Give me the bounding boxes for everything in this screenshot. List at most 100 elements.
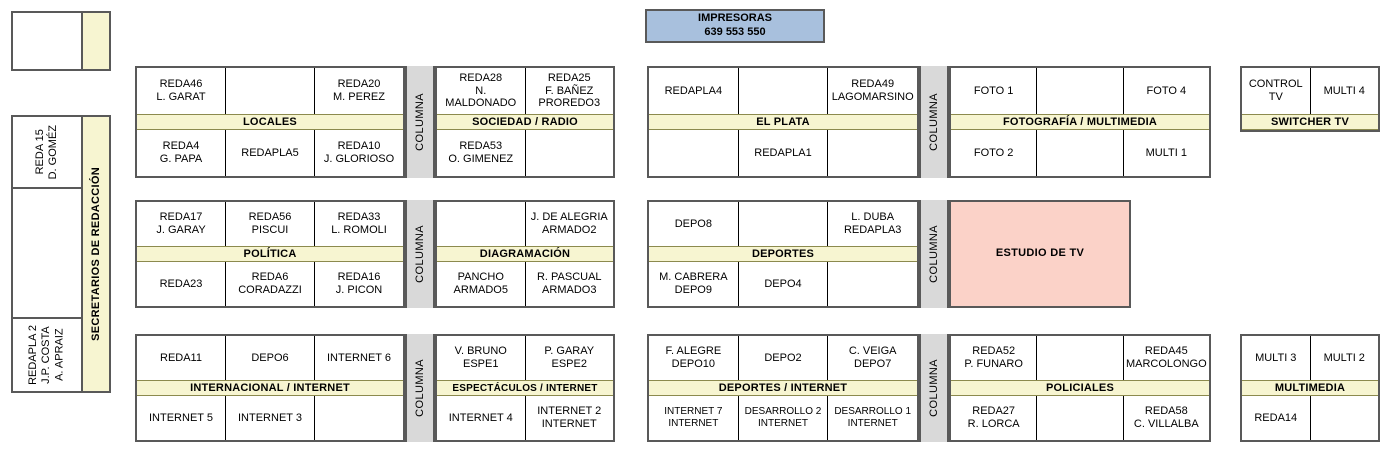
desk-cell[interactable]: REDA20 M. PEREZ [333,78,385,103]
desk-cell[interactable]: MULTI 2 [1323,351,1365,364]
sidebar-desk-reda15[interactable]: REDA 15 D. GOMÉZ [13,117,81,189]
sidebar-desk-empty[interactable] [13,189,81,319]
desk-cell[interactable]: FOTO 4 [1146,84,1187,97]
pod-internacional-internet[interactable]: REDA11 DEPO6 INTERNET 6 INTERNACIONAL / … [135,334,405,442]
desk-cell[interactable]: REDA45 MARCOLONGO [1125,345,1207,370]
desk-cell[interactable]: P. GARAY ESPE2 [544,345,595,370]
pod-row-top: REDA17 J. GARAY REDA56 PISCUI REDA33 L. … [137,202,403,246]
desk-cell[interactable]: R. PASCUAL ARMADO3 [536,271,602,296]
desk-cell[interactable]: INTERNET 3 [226,396,315,440]
desk-cell[interactable]: MULTI 1 [1145,146,1187,159]
pod-band-label: DEPORTES / INTERNET [649,380,917,396]
desk-cell[interactable]: DEPO2 [739,336,829,380]
sidebar-top-desk-column [13,13,83,69]
pod-el-plata[interactable]: REDAPLA4 REDA49 LAGOMARSINO EL PLATA RED… [647,66,919,178]
desk-cell[interactable]: REDA17 J. GARAY [137,202,226,246]
desk-cell[interactable]: INTERNET 4 [437,396,526,440]
desk-cell[interactable] [526,130,614,176]
desk-cell[interactable] [739,202,829,246]
desk-cell[interactable]: DEPO8 [649,202,739,246]
desk-cell[interactable]: REDA6 CORADAZZI [226,262,315,306]
pod-locales[interactable]: REDA46 L. GARAT REDA20 M. PEREZ LOCALES … [135,66,405,178]
pod-fotografia-multimedia[interactable]: FOTO 1 FOTO 4 FOTOGRAFÍA / MULTIMEDIA FO… [949,66,1211,178]
pod-espectaculos-internet[interactable]: V. BRUNO ESPE1 P. GARAY ESPE2 ESPECTÁCUL… [435,334,615,442]
desk-cell[interactable] [1311,396,1379,440]
desk-cell[interactable]: MULTI 4 [1323,84,1365,97]
desk-cell[interactable] [1037,68,1124,114]
pod-switcher-tv[interactable]: CONTROL TV MULTI 4 SWITCHER TV [1240,66,1380,132]
desk-cell[interactable]: REDA4 G. PAPA [137,130,226,176]
desk-cell[interactable]: REDA46 L. GARAT [137,68,226,114]
pod-diagramacion[interactable]: J. DE ALEGRIA ARMADO2 DIAGRAMACIÓN PANCH… [435,200,615,308]
desk-cell[interactable] [739,68,829,114]
desk-cell[interactable]: REDA10 J. GLORIOSO [323,140,395,165]
desk-cell[interactable] [649,130,739,176]
pod-row-top: REDAPLA4 REDA49 LAGOMARSINO [649,68,917,114]
desk-cell[interactable]: REDA53 O. GIMENEZ [437,130,526,176]
pod-multimedia[interactable]: MULTI 3 MULTI 2 MULTIMEDIA REDA14 [1240,334,1380,442]
desk-cell[interactable]: REDAPLA5 [226,130,315,176]
desk-cell[interactable]: REDA11 [137,336,226,380]
desk-cell[interactable]: REDA49 LAGOMARSINO [831,78,914,103]
desk-cell[interactable]: INTERNET 5 [137,396,226,440]
desk-cell[interactable]: MULTI 3 [1242,336,1311,380]
desk-cell[interactable] [315,396,403,440]
desk-cell[interactable] [1037,396,1124,440]
sidebar-desk-redapla2[interactable]: REDAPLA 2 J.P. COSTA A. APRAIZ [13,319,81,391]
pod-band-label: DEPORTES [649,246,917,262]
sidebar-top-box[interactable] [11,11,111,71]
sidebar-top-desk[interactable] [13,13,81,69]
desk-cell[interactable]: REDA27 R. LORCA [951,396,1038,440]
pod-row-top: REDA11 DEPO6 INTERNET 6 [137,336,403,380]
desk-cell[interactable]: REDA58 C. VILLALBA [1133,405,1199,430]
desk-cell[interactable] [226,68,315,114]
pod-deportes[interactable]: DEPO8 L. DUBA REDAPLA3 DEPORTES M. CABRE… [647,200,919,308]
pod-row-bottom: REDA14 [1242,396,1378,440]
desk-cell[interactable]: M. CABRERA DEPO9 [649,262,739,306]
desk-cell[interactable]: REDAPLA1 [739,130,829,176]
desk-cell[interactable]: REDA56 PISCUI [226,202,315,246]
desk-cell[interactable]: L. DUBA REDAPLA3 [843,211,902,236]
desk-cell[interactable]: INTERNET 6 [327,351,391,364]
pod-row-top: F. ALEGRE DEPO10 DEPO2 C. VEIGA DEPO7 [649,336,917,380]
desk-cell[interactable]: REDAPLA4 [649,68,739,114]
desk-cell[interactable]: DESARROLLO 1 INTERNET [834,406,912,429]
desk-cell[interactable]: REDA25 F. BAÑEZ PROREDO3 [538,71,601,110]
column-pillar: COLUMNA [919,200,949,308]
desk-cell[interactable]: FOTO 1 [951,68,1038,114]
pod-sociedad-radio[interactable]: REDA28 N. MALDONADO REDA25 F. BAÑEZ PROR… [435,66,615,178]
desk-cell[interactable] [828,130,917,176]
pod-row-bottom: REDA27 R. LORCA REDA58 C. VILLALBA [951,396,1209,440]
desk-cell[interactable]: DEPO6 [226,336,315,380]
desk-cell[interactable]: J. DE ALEGRIA ARMADO2 [530,211,608,236]
studio-tv-box[interactable]: ESTUDIO DE TV [949,200,1131,308]
desk-cell[interactable]: REDA52 P. FUNARO [951,336,1038,380]
desk-cell[interactable]: REDA23 [137,262,226,306]
pod-band-label: LOCALES [137,114,403,130]
column-label: COLUMNA [928,225,940,283]
desk-cell[interactable]: INTERNET 2 INTERNET [537,405,602,430]
pod-politica[interactable]: REDA17 J. GARAY REDA56 PISCUI REDA33 L. … [135,200,405,308]
desk-cell[interactable]: DESARROLLO 2 INTERNET [739,396,829,440]
desk-cell[interactable]: REDA14 [1242,396,1311,440]
desk-cell[interactable]: FOTO 2 [951,130,1038,176]
desk-cell[interactable] [1037,130,1124,176]
desk-cell[interactable]: REDA28 N. MALDONADO [437,68,526,114]
desk-cell[interactable]: C. VEIGA DEPO7 [848,345,897,370]
sidebar-secretarios-box[interactable]: REDA 15 D. GOMÉZ REDAPLA 2 J.P. COSTA A.… [11,115,111,393]
desk-cell[interactable] [1037,336,1124,380]
desk-cell[interactable]: CONTROL TV [1242,68,1311,114]
pod-deportes-internet[interactable]: F. ALEGRE DEPO10 DEPO2 C. VEIGA DEPO7 DE… [647,334,919,442]
desk-cell[interactable]: F. ALEGRE DEPO10 [649,336,739,380]
desk-cell[interactable]: INTERNET 7 INTERNET [649,396,739,440]
desk-cell[interactable] [437,202,526,246]
desk-cell[interactable]: PANCHO ARMADO5 [437,262,526,306]
pod-band-label: MULTIMEDIA [1242,380,1378,396]
pod-policiales[interactable]: REDA52 P. FUNARO REDA45 MARCOLONGO POLIC… [949,334,1211,442]
desk-cell[interactable]: REDA33 L. ROMOLI [331,211,387,236]
desk-cell[interactable]: V. BRUNO ESPE1 [437,336,526,380]
desk-cell[interactable]: DEPO4 [739,262,829,306]
desk-cell[interactable] [828,262,917,306]
desk-cell[interactable]: REDA16 J. PICON [335,271,383,296]
